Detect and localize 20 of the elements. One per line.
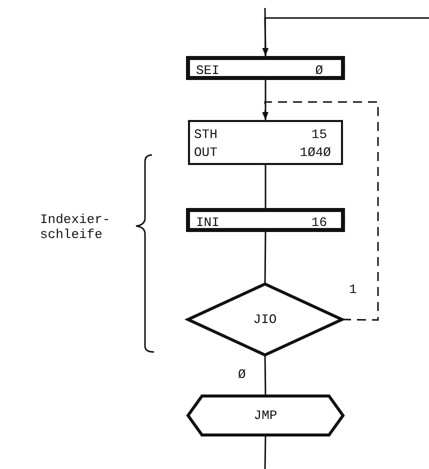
dashed-arrow [262, 101, 379, 321]
instruction-text: JMP [252, 408, 278, 423]
process-box [186, 56, 345, 80]
operand-text: 1Ø4Ø [300, 145, 331, 160]
operand-text: 15 [311, 127, 327, 142]
instruction-text: SEI [196, 63, 220, 78]
instruction-text: INI [196, 215, 220, 230]
arrow [262, 17, 429, 56]
connector-line [264, 354, 266, 396]
instruction-text: OUT [194, 145, 218, 160]
instruction-text: STH [194, 127, 218, 142]
instruction-text: JIO [252, 312, 278, 327]
process-box [186, 208, 345, 232]
connector-line [264, 80, 266, 120]
operand-text: 16 [311, 215, 327, 230]
connector-line [264, 434, 266, 469]
process-box [188, 120, 343, 165]
connector-line [264, 165, 266, 208]
operand-text: Ø [315, 63, 323, 78]
connector-line [264, 232, 266, 284]
